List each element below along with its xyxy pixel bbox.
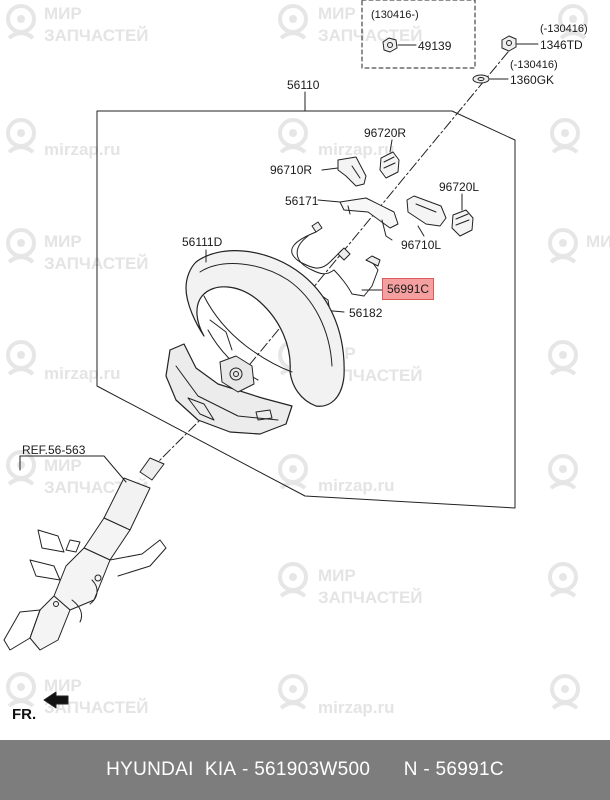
bezel-96710l — [406, 195, 447, 227]
variant-box — [361, 0, 476, 69]
label-56991c-highlight[interactable]: 56991C — [382, 278, 435, 300]
watermark-brand-line1: МИР — [318, 4, 356, 23]
watermark-brand-line1: МИР — [44, 232, 82, 251]
footer-separator: - — [236, 759, 255, 780]
watermark-pin-icon — [548, 340, 578, 376]
watermark-brand-line2: ЗАПЧАСТЕЙ — [44, 26, 149, 45]
watermark-pin-icon — [6, 4, 36, 40]
watermark-pin-icon — [558, 4, 588, 40]
washer-1360gk — [472, 74, 490, 84]
watermark-brand-line1: МИР — [586, 232, 610, 251]
footer-gap — [370, 759, 403, 781]
watermark-pin-icon — [278, 4, 308, 40]
watermark-pin-icon — [548, 454, 578, 490]
label-96710r: 96710R — [270, 163, 313, 177]
watermark-site: mirzap.ru — [318, 476, 395, 495]
label-56182: 56182 — [349, 306, 383, 320]
watermark-pin-icon — [550, 118, 580, 154]
watermark-pin-icon — [6, 340, 36, 376]
watermark-pin-icon — [6, 118, 36, 154]
footer-separator: - — [417, 759, 436, 780]
front-arrow-icon — [43, 691, 69, 709]
label-note-1360gk: (-130416) — [510, 59, 558, 71]
watermark-pin-icon — [6, 672, 36, 708]
watermark-pin-icon — [278, 562, 308, 598]
watermark-pin-icon — [550, 674, 580, 710]
wiring-harness-56991c — [291, 221, 381, 297]
watermark-brand-line1: МИР — [44, 456, 82, 475]
watermark-brand-line2: ЗАПЧАСТЕЙ — [44, 254, 149, 273]
bezel-96710r — [337, 156, 367, 187]
nut-1346td — [501, 35, 517, 52]
footer-part-number: 561903W500 — [254, 759, 371, 780]
steering-column — [3, 457, 167, 651]
steering-wheel-56111d — [165, 250, 345, 435]
footer-prefix: N — [403, 759, 418, 780]
watermark-brand-line2: ЗАПЧАСТЕЙ — [44, 698, 149, 717]
footer-bar: HYUNDAI KIA - 561903W500 N - 56991C — [0, 740, 610, 800]
exploded-parts-diagram — [3, 0, 539, 709]
watermark-brand-line1: МИР — [318, 566, 356, 585]
leader-96710l — [417, 225, 425, 237]
watermark-site: mirzap.ru — [318, 698, 395, 717]
label-1360gk: 1360GK — [510, 73, 555, 87]
label-variant-note: (130416-) — [371, 9, 419, 21]
leader-ref — [19, 455, 127, 483]
label-front: FR. — [12, 706, 37, 723]
watermark-brand-line2: ЗАПЧАСТЕЙ — [318, 588, 423, 607]
footer-brand: HYUNDAI KIA — [106, 759, 237, 780]
bracket-56171 — [339, 197, 399, 241]
label-96710l: 96710L — [401, 238, 442, 252]
switch-96720l — [451, 209, 474, 237]
nut-49139 — [382, 37, 398, 53]
label-49139: 49139 — [418, 39, 452, 53]
watermark-site: mirzap.ru — [44, 140, 121, 159]
label-96720l: 96720L — [439, 180, 480, 194]
label-96720r: 96720R — [364, 126, 407, 140]
label-56111d: 56111D — [182, 235, 223, 249]
watermark-pin-icon — [6, 450, 36, 486]
footer-code: 56991C — [435, 759, 504, 780]
label-56110: 56110 — [287, 78, 320, 92]
watermark-site: mirzap.ru — [318, 140, 395, 159]
watermark-site: mirzap.ru — [44, 364, 121, 383]
watermark-pin-icon — [278, 454, 308, 490]
watermark-pin-icon — [6, 228, 36, 264]
label-1346td: 1346TD — [540, 38, 583, 52]
assembly-frame — [96, 110, 516, 509]
watermark-pin-icon — [278, 118, 308, 154]
switch-96720r — [379, 151, 400, 179]
watermark-brand-line1: МИР — [44, 676, 82, 695]
watermark-pin-icon — [548, 562, 578, 598]
leader-56171 — [317, 199, 341, 203]
leader-96720r — [389, 139, 393, 153]
label-56171: 56171 — [285, 194, 319, 208]
watermark-brand-line1: МИР — [44, 4, 82, 23]
watermark-pin-icon — [278, 674, 308, 710]
leader-96710r — [321, 167, 339, 171]
label-ref: REF.56-563 — [22, 443, 86, 457]
centre-axis — [149, 51, 509, 471]
label-note-1346td: (-130416) — [540, 23, 588, 35]
watermark-pin-icon — [548, 228, 578, 264]
